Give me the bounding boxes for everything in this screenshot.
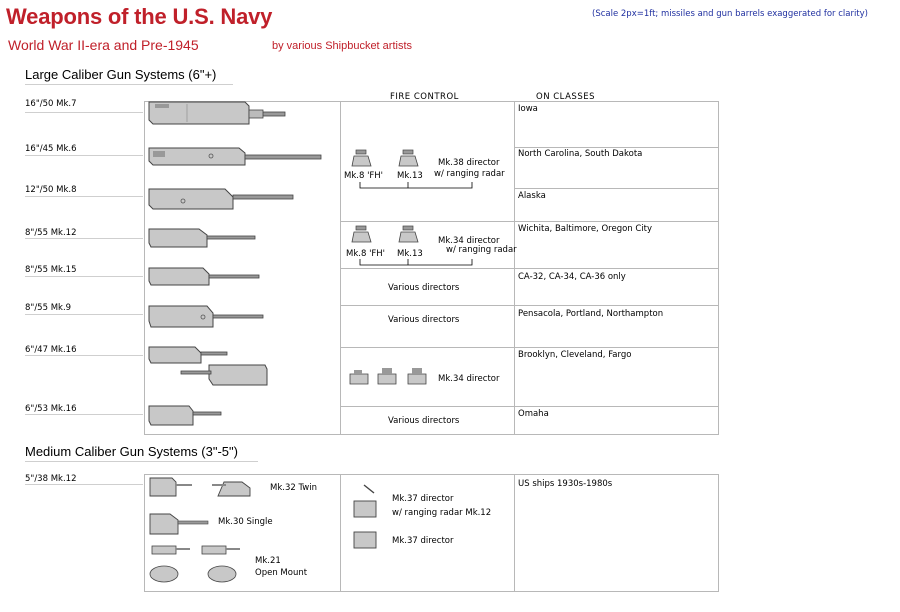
- section-title-medium: Medium Caliber Gun Systems (3"-5"): [25, 444, 238, 459]
- director-mk13-icon: [398, 149, 419, 167]
- page-title: Weapons of the U.S. Navy: [6, 4, 273, 29]
- classes-us-ships: US ships 1930s-1980s: [518, 479, 613, 489]
- gun-label-6-53-mk16: 6"/53 Mk.16: [25, 404, 77, 414]
- fc-mk34-line2: w/ ranging radar: [446, 245, 517, 255]
- classes-brooklyn: Brooklyn, Cleveland, Fargo: [518, 350, 632, 360]
- page-subtitle: World War II-era and Pre-1945: [8, 37, 199, 53]
- gun-label-16-50-mk7: 16"/50 Mk.7: [25, 99, 77, 109]
- fc-various-1: Various directors: [388, 283, 460, 293]
- fc-mk8-fh-1: Mk.8 'FH': [344, 171, 384, 181]
- director-mk37-radar-icon: [353, 484, 377, 518]
- turret-6-53-mk16-icon: [148, 405, 222, 426]
- fc-mk38-line1: Mk.38 director: [438, 158, 500, 168]
- gun-label-5-38-mk12: 5"/38 Mk.12: [25, 474, 77, 484]
- classes-iowa: Iowa: [518, 104, 538, 114]
- turret-12-50-mk8-icon: [148, 188, 294, 210]
- fc-various-3: Various directors: [388, 416, 460, 426]
- section-title-large: Large Caliber Gun Systems (6"+): [25, 67, 217, 82]
- classes-alaska: Alaska: [518, 191, 546, 201]
- fc-connector-2: [359, 259, 473, 266]
- section-underline-medium: [25, 461, 258, 462]
- mount-mk30-single-icon: [149, 513, 209, 535]
- turret-16-50-mk7-icon: [148, 101, 286, 125]
- mount-mk21-label-line2: Open Mount: [255, 568, 308, 578]
- gun-label-12-50-mk8: 12"/50 Mk.8: [25, 185, 77, 195]
- mount-mk32-twin-icon: [149, 477, 251, 497]
- scale-note: (Scale 2px=1ft; missiles and gun barrels…: [592, 9, 868, 19]
- turret-6-47-mk16-icon: [148, 346, 268, 386]
- col-header-on-classes: ON CLASSES: [536, 92, 595, 102]
- director-mk8-icon: [351, 149, 372, 167]
- classes-pensacola: Pensacola, Portland, Northampton: [518, 309, 664, 319]
- fc-mk37-radar-line2: w/ ranging radar Mk.12: [392, 508, 492, 518]
- turret-16-45-mk6-icon: [148, 147, 322, 166]
- classes-wichita: Wichita, Baltimore, Oregon City: [518, 224, 653, 234]
- gun-label-8-55-mk12: 8"/55 Mk.12: [25, 228, 77, 238]
- fc-mk38-line2: w/ ranging radar: [434, 169, 505, 179]
- turret-8-55-mk15-icon: [148, 267, 260, 286]
- label-underline-medium: [25, 484, 143, 485]
- byline: by various Shipbucket artists: [272, 40, 413, 52]
- gun-label-8-55-mk15: 8"/55 Mk.15: [25, 265, 77, 275]
- director-mk34-icons: [349, 368, 427, 385]
- classes-north-carolina: North Carolina, South Dakota: [518, 149, 643, 159]
- director-mk37-icon: [353, 531, 377, 549]
- section-underline-large: [25, 84, 233, 85]
- gun-label-6-47-mk16: 6"/47 Mk.16: [25, 345, 77, 355]
- director-mk8-2-icon: [351, 225, 372, 243]
- turret-8-55-mk9-icon: [148, 305, 264, 328]
- fc-mk8-fh-2: Mk.8 'FH': [346, 249, 386, 259]
- fc-mk34-plain: Mk.34 director: [438, 374, 500, 384]
- col-header-fire-control: FIRE CONTROL: [390, 92, 459, 102]
- mount-mk30-label: Mk.30 Single: [218, 517, 273, 527]
- fc-mk37: Mk.37 director: [392, 536, 454, 546]
- director-mk13-2-icon: [398, 225, 419, 243]
- gun-label-16-45-mk6: 16"/45 Mk.6: [25, 144, 77, 154]
- mount-mk21-label-line1: Mk.21: [255, 556, 281, 566]
- fc-connector-1: [359, 182, 473, 189]
- fc-various-2: Various directors: [388, 315, 460, 325]
- fc-mk13-2: Mk.13: [397, 249, 423, 259]
- fc-mk37-radar-line1: Mk.37 director: [392, 494, 454, 504]
- turret-8-55-mk12-icon: [148, 228, 256, 248]
- fc-mk13-1: Mk.13: [397, 171, 423, 181]
- classes-ca32: CA-32, CA-34, CA-36 only: [518, 272, 626, 282]
- fc-mk34-line1: Mk.34 director: [438, 236, 500, 246]
- mount-mk21-open-icon: [149, 545, 240, 583]
- classes-omaha: Omaha: [518, 409, 549, 419]
- gun-label-8-55-mk9: 8"/55 Mk.9: [25, 303, 72, 313]
- mount-mk32-label: Mk.32 Twin: [270, 483, 317, 493]
